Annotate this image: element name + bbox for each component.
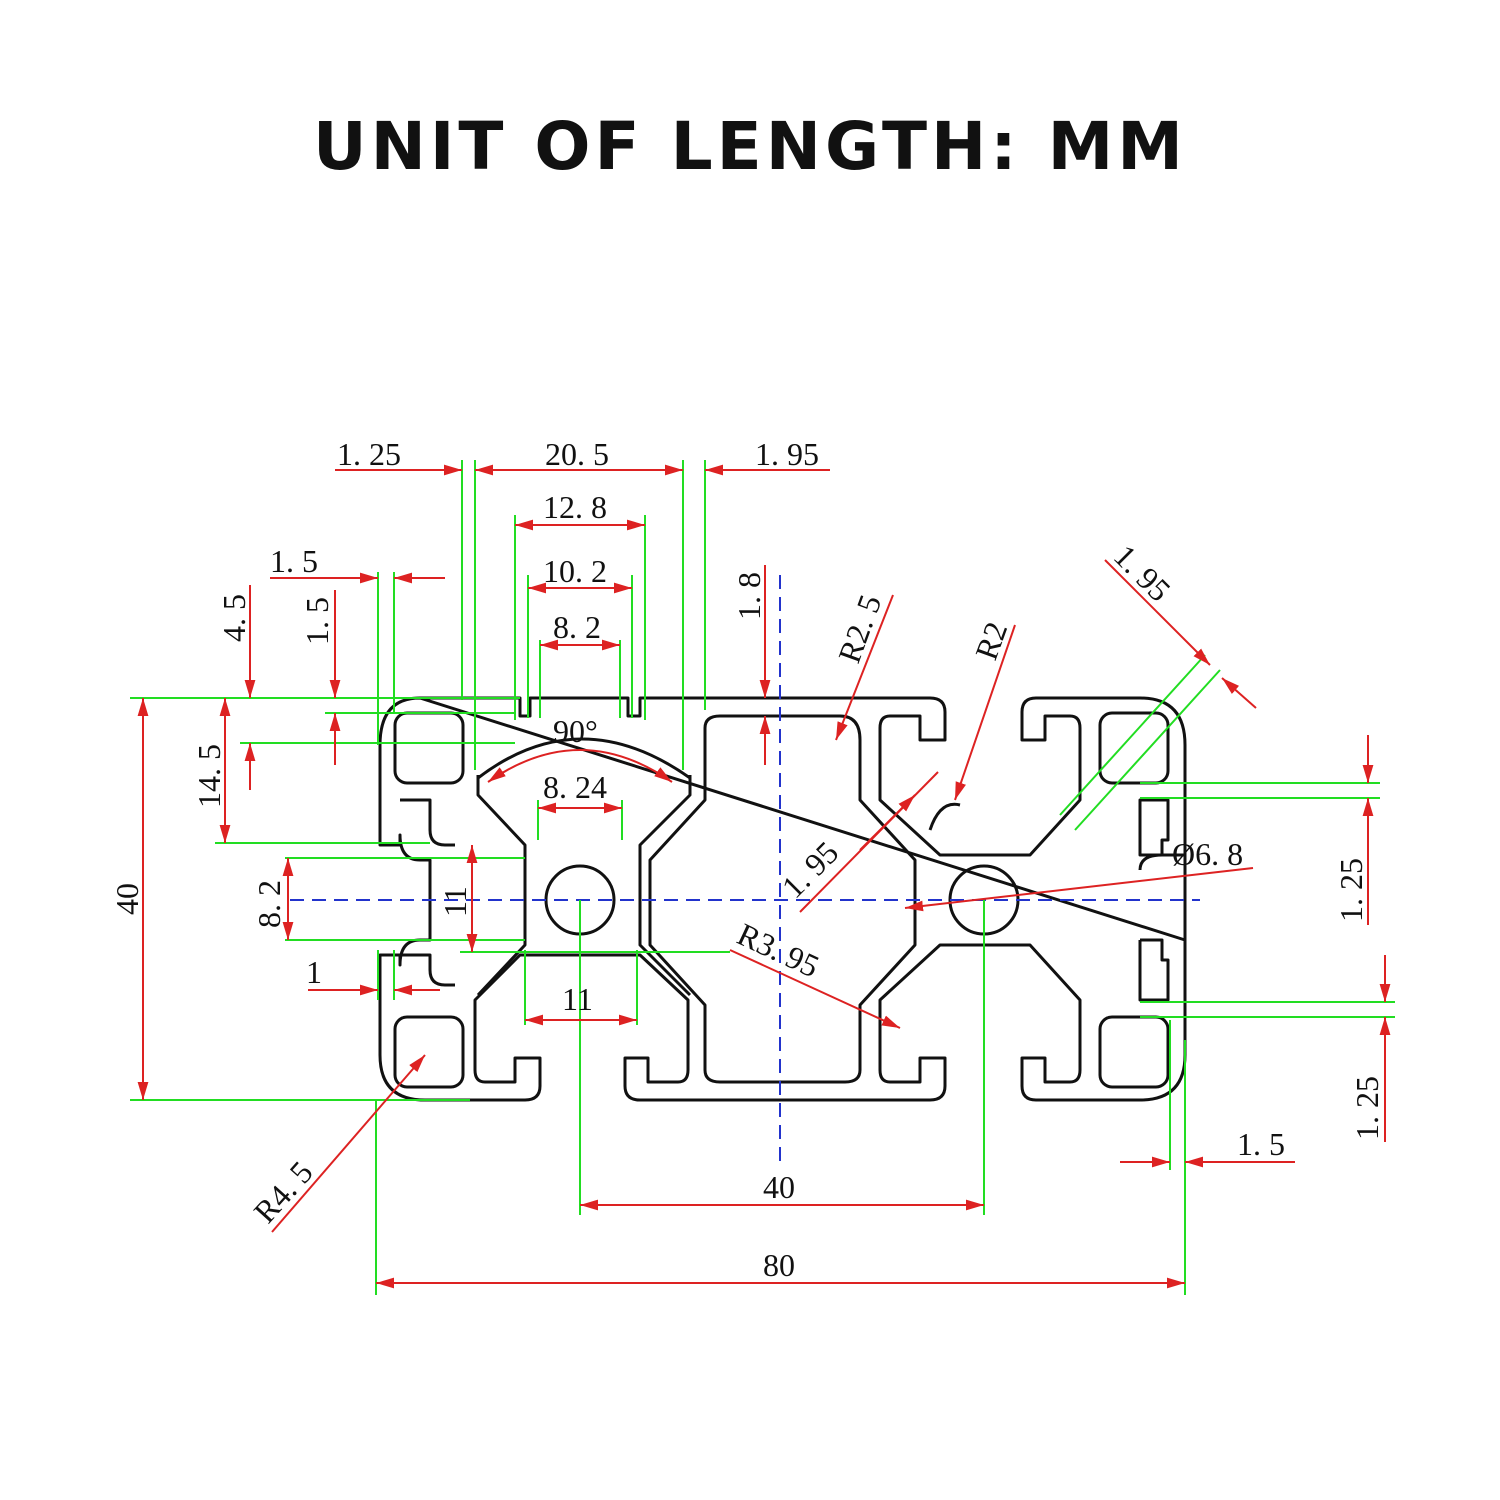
dim-slot-12-8: 12. 8: [543, 489, 607, 525]
dim-lip-1: 1: [306, 954, 322, 990]
dimension-lines: [137, 464, 1391, 1289]
left-top-web: [477, 737, 691, 780]
dim-angle-90: 90°: [553, 713, 598, 749]
dim-center-distance-40: 40: [763, 1169, 795, 1205]
dim-bottom-right-1-5: 1. 5: [1237, 1126, 1285, 1162]
dim-top-right-wall: 1. 95: [755, 436, 819, 472]
dim-core-11-vertical: 11: [437, 886, 473, 917]
dim-diag-1-95-middle: 1. 95: [774, 834, 845, 905]
dim-lip-1-5-vertical: 1. 5: [299, 597, 335, 645]
cavity-top-left: [393, 711, 465, 785]
dim-diag-1-95-top: 1. 95: [1107, 537, 1178, 608]
dim-right-1-25-top: 1. 25: [1333, 858, 1369, 922]
dim-depth-14-5: 14. 5: [191, 744, 227, 808]
dim-web-8-24: 8. 24: [543, 769, 607, 805]
cavity-top-right: [1098, 711, 1170, 785]
right-core-detail: [928, 802, 961, 831]
left-core: [476, 775, 692, 997]
center-lines: [290, 575, 1200, 1165]
left-slot: [400, 798, 455, 987]
dim-radius-3-95: R3. 95: [732, 916, 825, 985]
profile-right-slot: [1138, 853, 1187, 1002]
page-title: UNIT OF LENGTH: MM: [313, 108, 1187, 185]
extension-lines: [130, 460, 1395, 1295]
dim-height-40: 40: [109, 883, 145, 915]
dim-side-slot-8-2: 8. 2: [251, 880, 287, 928]
dim-top-left-wall: 1. 25: [337, 436, 401, 472]
dim-hole-6-8: Ø6. 8: [1172, 836, 1243, 872]
cavity-bottom-left: [393, 1015, 465, 1089]
dim-depth-4-5: 4. 5: [216, 594, 252, 642]
dim-right-1-25-bottom: 1. 25: [1349, 1076, 1385, 1140]
dim-radius-2: R2: [968, 617, 1015, 664]
dim-radius-4-5: R4. 5: [246, 1154, 319, 1230]
dimension-labels: 1. 25 20. 5 1. 95 12. 8 10. 2 8. 2 1. 5 …: [109, 436, 1385, 1283]
dim-lip-1-5-horizontal: 1. 5: [270, 543, 318, 579]
cavity-bottom-right: [1098, 1015, 1170, 1089]
center-cavity: [648, 714, 917, 1084]
dim-top-slot-width: 20. 5: [545, 436, 609, 472]
dim-core-11-horizontal: 11: [562, 981, 593, 1017]
dim-width-80: 80: [763, 1247, 795, 1283]
dim-slot-10-2: 10. 2: [543, 553, 607, 589]
dim-wall-1-8: 1. 8: [731, 572, 767, 620]
dim-slot-8-2: 8. 2: [553, 609, 601, 645]
